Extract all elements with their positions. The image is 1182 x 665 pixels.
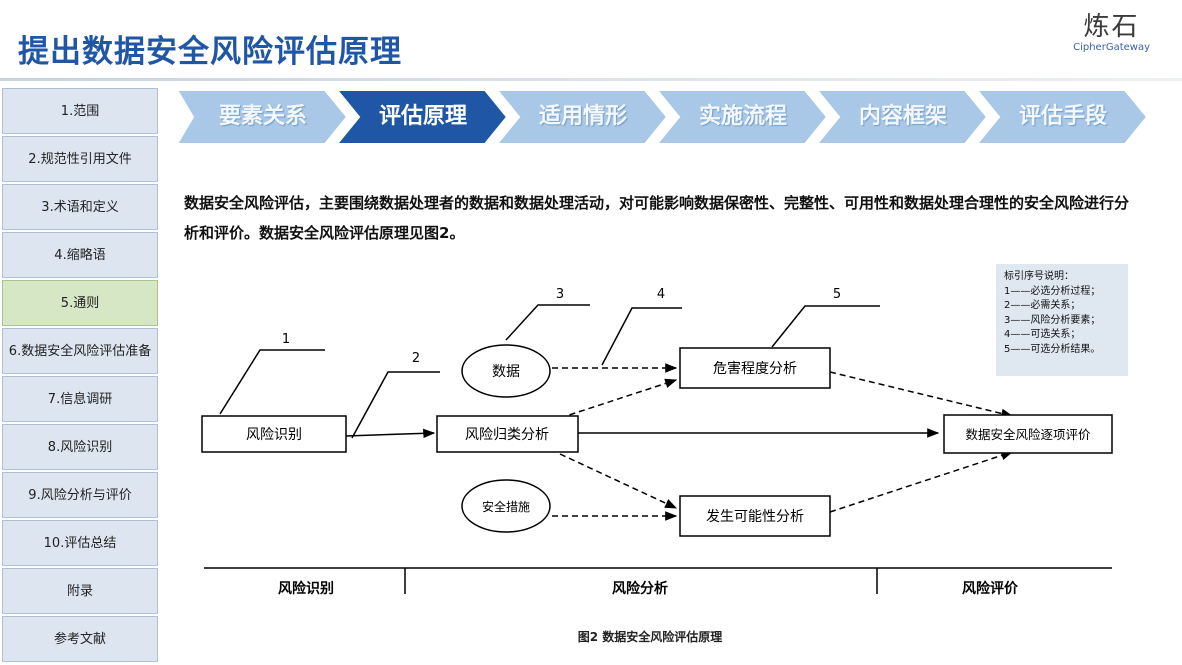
sidebar-item-terms[interactable]: 3.术语和定义 [2, 184, 158, 230]
sidebar-item-general[interactable]: 5.通则 [2, 280, 158, 326]
step-chevron-2 [334, 89, 509, 145]
sidebar-item-risk-analysis[interactable]: 9.风险分析与评价 [2, 472, 158, 518]
sidebar-item-bibliography[interactable]: 参考文献 [2, 616, 158, 662]
legend-item: 4——可选关系； [1004, 329, 1081, 340]
figure-caption: 图2 数据安全风险评估原理 [577, 630, 723, 644]
logo-subtitle: CipherGateway [1073, 42, 1150, 53]
edge-classify-to-likelihood [559, 453, 678, 509]
callout-label-5: 5 [833, 287, 841, 302]
tab-content-framework[interactable]: 内容框架 [858, 104, 947, 129]
tab-assessment-means[interactable]: 评估手段 [1018, 104, 1107, 129]
process-steps-bar: 要素关系 评估原理 适用情形 实施流程 内容框架 评估手段 [175, 88, 1175, 146]
tab-assessment-principle[interactable]: 评估原理 [378, 104, 467, 129]
node-risk-classify-box [436, 415, 579, 453]
node-harm-analysis-box [679, 347, 831, 389]
title-divider [0, 78, 1182, 81]
node-safeguards-label: 安全措施 [482, 499, 530, 514]
callout-legend: 标引序号说明： 1——必选分析过程； 2——必需关系； 3——风险分析要素； 4… [996, 264, 1128, 376]
edge-likelihood-to-evaluation [829, 450, 1014, 513]
callout-label-1: 1 [282, 332, 290, 347]
edge-identify-to-classify [345, 428, 436, 439]
callout-label-2: 2 [412, 351, 420, 366]
logo-mark: 炼石 [1083, 12, 1140, 42]
node-harm-analysis-label: 危害程度分析 [713, 361, 797, 377]
edge-harm-to-evaluation [829, 371, 1014, 419]
node-data-ellipse [461, 344, 551, 398]
legend-title: 标引序号说明： [1004, 271, 1074, 282]
principle-description: 数据安全风险评估，主要围绕数据处理者的数据和数据处理活动，对可能影响数据保密性、… [184, 194, 1130, 242]
callout-leader-3 [505, 304, 590, 341]
assessment-principle-diagram: 1 2 3 4 5 风险识别 风险归类分析 危害程度分析 发生可能性分析 数据安… [201, 287, 1113, 597]
step-chevron-1 [175, 89, 349, 145]
tab-implementation-process[interactable]: 实施流程 [698, 104, 787, 129]
sidebar-item-assessment-preparation[interactable]: 6.数据安全风险评估准备 [2, 328, 158, 374]
step-chevron-6 [974, 89, 1149, 145]
page-title: 提出数据安全风险评估原理 [18, 34, 402, 70]
node-risk-classify-label: 风险归类分析 [465, 426, 549, 443]
step-chevron-5 [814, 89, 989, 145]
callout-leader-1 [219, 349, 325, 415]
sidebar-item-scope[interactable]: 1.范围 [2, 88, 158, 134]
phase-label-analysis: 风险分析 [612, 580, 668, 597]
callout-leader-4 [601, 307, 682, 366]
node-data-label: 数据 [492, 364, 520, 380]
phase-label-identify: 风险识别 [278, 580, 334, 597]
sidebar-item-assessment-summary[interactable]: 10.评估总结 [2, 520, 158, 566]
phase-label-evaluation: 风险评价 [962, 580, 1019, 597]
sidebar-item-appendix[interactable]: 附录 [2, 568, 158, 614]
step-chevron-3 [494, 89, 669, 145]
node-evaluation-label: 数据安全风险逐项评价 [965, 427, 1091, 442]
sidebar-item-normative-references[interactable]: 2.规范性引用文件 [2, 136, 158, 182]
steps-chevrons [175, 89, 1149, 145]
legend-item: 1——必选分析过程； [1004, 285, 1101, 297]
node-risk-identify-label: 风险识别 [246, 427, 302, 443]
node-risk-identify-box [201, 415, 347, 453]
sidebar-item-risk-identification[interactable]: 8.风险识别 [2, 424, 158, 470]
tab-element-relations[interactable]: 要素关系 [218, 104, 307, 129]
edge-classify-to-harm [559, 378, 678, 419]
brand-logo: 炼石 CipherGateway [1073, 12, 1150, 54]
node-safeguards-ellipse [461, 479, 551, 533]
step-chevron-4 [654, 89, 829, 145]
callout-leader-2 [351, 371, 440, 439]
sidebar-item-information-survey[interactable]: 7.信息调研 [2, 376, 158, 422]
callout-label-4: 4 [657, 287, 665, 302]
node-evaluation-box [943, 414, 1113, 454]
legend-item: 5——可选分析结果。 [1004, 343, 1101, 355]
callout-leader-5 [771, 305, 880, 348]
sidebar-item-abbreviations[interactable]: 4.缩略语 [2, 232, 158, 278]
legend-item: 2——必需关系； [1004, 300, 1081, 311]
node-likelihood-analysis-label: 发生可能性分析 [706, 509, 804, 525]
node-likelihood-analysis-box [679, 495, 831, 537]
legend-item: 3——风险分析要素； [1004, 314, 1101, 326]
callout-label-3: 3 [556, 287, 564, 302]
sidebar-nav: 1.范围 2.规范性引用文件 3.术语和定义 4.缩略语 5.通则 6.数据安全… [2, 88, 158, 664]
tab-applicable-scenarios[interactable]: 适用情形 [538, 104, 627, 129]
